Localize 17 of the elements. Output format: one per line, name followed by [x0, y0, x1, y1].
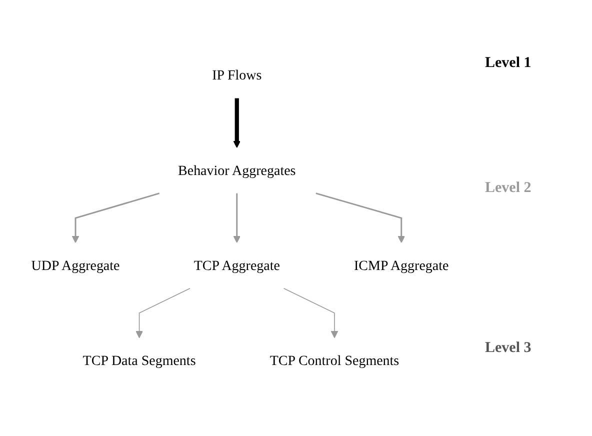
level-label: Level 3: [485, 340, 532, 357]
level-label: Level 2: [485, 180, 532, 197]
node-text: UDP Aggregate: [31, 257, 120, 274]
arrow: [233, 193, 240, 243]
node-text: TCP Data Segments: [82, 352, 196, 368]
node-text: Behavior Aggregates: [178, 162, 296, 178]
arrow: [283, 288, 338, 338]
hierarchy-diagram: IP Flows Behavior Aggregates UDP Aggregate TCP Aggregate ICMP Aggregate TCP Data Segments TCP Control Segments: [0, 46, 480, 390]
node-text: TCP Aggregate: [194, 257, 280, 274]
node-text: TCP Control Segments: [270, 352, 400, 368]
arrow: [233, 98, 240, 148]
arrow: [72, 192, 160, 243]
node-text: ICMP Aggregate: [354, 257, 449, 274]
level-label: Level 1: [485, 55, 532, 72]
arrow: [316, 192, 405, 243]
node-text: IP Flows: [212, 67, 262, 84]
arrow: [136, 288, 190, 338]
